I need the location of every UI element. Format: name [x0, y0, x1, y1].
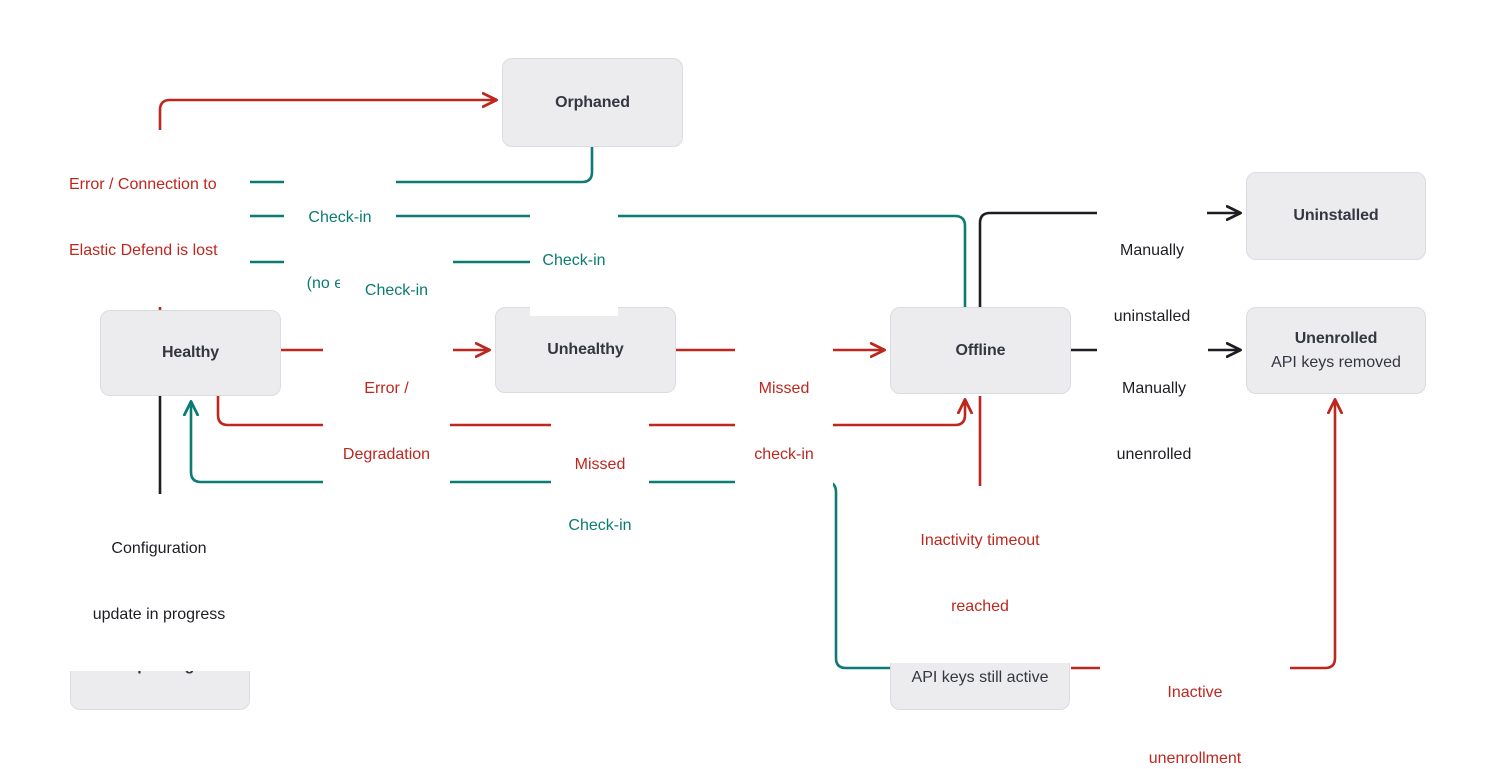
label-offline-to-unenrolled-line2: unenrolled — [1116, 446, 1192, 464]
label-inactive-to-unenrolled-line2: unenrollment — [1148, 750, 1242, 768]
node-uninstalled[interactable]: Uninstalled — [1246, 172, 1426, 260]
label-offline-to-uninstalled-line1: Manually — [1119, 242, 1185, 260]
label-orphaned-to-healthy-line1: Check-in — [308, 209, 372, 227]
label-offline-to-healthy: Check-in — [530, 206, 618, 317]
node-unenrolled-title: Unenrolled — [1294, 329, 1378, 347]
node-inactive-subtitle: API keys still active — [911, 669, 1049, 686]
label-healthy-to-updating-line2: update in progress — [92, 606, 226, 624]
label-healthy-to-orphaned-line2: Elastic Defend is lost — [69, 242, 218, 260]
node-unenrolled-subtitle: API keys removed — [1271, 353, 1401, 371]
label-offline-to-healthy-line1: Check-in — [542, 252, 606, 270]
label-unhealthy-to-offline-line2: check-in — [754, 446, 814, 464]
label-inactive-to-healthy: Check-in — [555, 471, 645, 582]
label-unhealthy-to-offline-line1: Missed — [758, 380, 810, 398]
label-offline-to-unenrolled-line1: Manually — [1121, 380, 1187, 398]
label-healthy-to-unhealthy-line2: Degradation — [342, 446, 431, 464]
label-offline-to-uninstalled-line2: uninstalled — [1113, 308, 1191, 326]
node-unhealthy-title: Unhealthy — [547, 341, 624, 358]
node-healthy[interactable]: Healthy — [100, 310, 281, 396]
label-healthy-to-unhealthy: Error / Degradation — [323, 334, 450, 511]
label-inactive-to-unenrolled-line1: Inactive — [1167, 684, 1223, 702]
node-orphaned-title: Orphaned — [555, 93, 630, 111]
edge-inactive-to-healthy — [191, 402, 890, 670]
node-offline-title: Offline — [955, 341, 1006, 359]
label-offline-to-inactive: Inactivity timeout reached — [886, 486, 1074, 663]
node-unenrolled[interactable]: Unenrolled API keys removed — [1246, 307, 1426, 394]
label-healthy-to-unhealthy-line1: Error / — [364, 380, 409, 398]
label-inactive-to-healthy-line1: Check-in — [568, 517, 632, 535]
label-inactive-to-unenrolled: Inactive unenrollment timeout reached — [1100, 638, 1290, 769]
label-healthy-to-orphaned: Error / Connection to Elastic Defend is … — [64, 130, 250, 307]
edge-offline-to-uninstalled — [978, 213, 1240, 307]
node-unhealthy[interactable]: Unhealthy — [495, 307, 676, 393]
node-healthy-title: Healthy — [161, 344, 220, 361]
edge-inactive-to-unenrolled — [1071, 400, 1335, 670]
label-offline-to-unenrolled: Manually unenrolled — [1100, 334, 1208, 511]
label-healthy-to-offline-line1: Missed — [574, 456, 626, 474]
label-healthy-to-updating: Configuration update in progress — [66, 494, 252, 671]
node-uninstalled-title: Uninstalled — [1293, 207, 1379, 224]
node-orphaned[interactable]: Orphaned — [502, 58, 683, 147]
label-offline-to-inactive-line1: Inactivity timeout — [920, 532, 1040, 550]
label-healthy-to-updating-line1: Configuration — [111, 540, 207, 558]
node-offline[interactable]: Offline — [890, 307, 1071, 394]
label-unhealthy-to-healthy-line1: Check-in — [364, 282, 429, 300]
label-healthy-to-orphaned-line1: Error / Connection to — [69, 176, 217, 194]
label-offline-to-inactive-line2: reached — [951, 598, 1009, 616]
label-unhealthy-to-offline: Missed check-in — [735, 334, 833, 511]
edge-healthy-to-orphaned — [158, 100, 496, 310]
